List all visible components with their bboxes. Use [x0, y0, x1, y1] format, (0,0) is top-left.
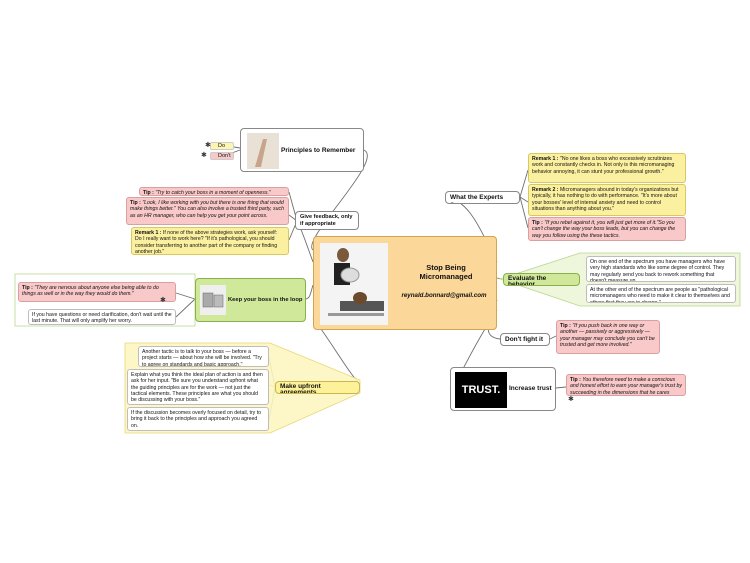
trust-logo: TRUST.: [455, 372, 507, 408]
loop-tip: Tip : "They are nervous about anyone els…: [18, 282, 176, 302]
loop-note: If you have questions or need clarificat…: [28, 309, 176, 325]
micromanager-illustration-icon: [328, 248, 384, 316]
experts-tip: Tip : "If you rebel against it, you will…: [528, 217, 686, 241]
remark-key: Remark 1 :: [135, 230, 162, 236]
tip-key: Tip :: [130, 200, 141, 206]
note-text: Another tactic is to talk to your boss —…: [142, 349, 262, 367]
upfront-note1: Another tactic is to talk to your boss —…: [138, 346, 269, 367]
feedback-tip1: Tip : "Try to catch your boss in a momen…: [139, 187, 289, 196]
evaluate-topic[interactable]: Evaluate the behavior: [503, 273, 580, 286]
note-text: If the discussion becomes overly focused…: [131, 410, 262, 429]
asterisk-icon: ✱: [205, 142, 211, 149]
upfront-label: Make upfront agreements: [280, 383, 321, 394]
note-text: Explain what you think the ideal plan of…: [131, 372, 263, 404]
central-topic[interactable]: Stop Being Micromanaged reynald.bonnard@…: [313, 236, 497, 330]
feedback-label: Give feedback, only if appropriate: [300, 214, 353, 227]
note-text: On one end of the spectrum you have mana…: [590, 259, 725, 282]
dont-item[interactable]: Don't: [210, 152, 234, 160]
do-label: Do: [218, 143, 226, 149]
tip-text: "They are nervous about anyone else bein…: [22, 285, 159, 298]
principles-label: Principles to Remember: [281, 147, 356, 154]
experts-remark1: Remark 1 : "No one likes a boss who exce…: [528, 153, 686, 183]
dontfight-tip: Tip : "If you push back in one way or an…: [556, 320, 660, 354]
tip-text: "Look, I like working with you but there…: [130, 200, 284, 219]
experts-remark2: Remark 2 : Micromanagers abound in today…: [528, 184, 686, 216]
tip-key: Tip :: [560, 323, 571, 329]
evaluate-note1: On one end of the spectrum you have mana…: [586, 256, 736, 282]
upfront-note3: If the discussion becomes overly focused…: [127, 407, 269, 431]
asterisk-icon: ✱: [160, 297, 166, 304]
remark-text: Micromanagers abound in today's organiza…: [532, 187, 679, 212]
trust-tip: Tip : You therefore need to make a consc…: [566, 374, 686, 396]
trust-logo-text: TRUST.: [461, 384, 501, 396]
asterisk-icon: ✱: [568, 396, 574, 403]
tip-key: Tip :: [22, 285, 33, 291]
feedback-tip2: Tip : "Look, I like working with you but…: [126, 197, 289, 225]
feedback-topic[interactable]: Give feedback, only if appropriate: [295, 211, 359, 230]
experts-topic[interactable]: What the Experts Say: [445, 191, 520, 204]
remark-key: Remark 2 :: [532, 187, 559, 193]
tip-text: "If you push back in one way or another …: [560, 323, 655, 348]
remark-text: "No one likes a boss who excessively scr…: [532, 156, 675, 175]
tip-text: You therefore need to make a conscious a…: [570, 377, 683, 396]
finger-image: [247, 133, 279, 169]
upfront-topic[interactable]: Make upfront agreements: [275, 381, 360, 394]
feedback-remark: Remark 1 : If none of the above strategi…: [131, 227, 289, 255]
tip-key: Tip :: [532, 220, 543, 226]
dontfight-label: Don't fight it: [505, 336, 544, 343]
do-item[interactable]: Do: [210, 142, 234, 150]
note-text: At the other end of the spectrum are peo…: [590, 287, 730, 303]
loop-image: [200, 285, 226, 315]
pointing-finger-icon: [255, 139, 267, 167]
dont-label: Don't: [218, 153, 231, 159]
tip-text: "If you rebel against it, you will just …: [532, 220, 676, 239]
note-text: If you have questions or need clarificat…: [32, 312, 172, 325]
tip-key: Tip :: [570, 377, 581, 383]
asterisk-icon: ✱: [201, 152, 207, 159]
remark-key: Remark 1 :: [532, 156, 559, 162]
dontfight-topic[interactable]: Don't fight it: [500, 333, 550, 346]
tip-key: Tip :: [143, 190, 154, 196]
principles-topic[interactable]: Principles to Remember: [240, 128, 364, 172]
tin-can-phone-icon: [202, 292, 224, 308]
central-title: Stop Being Micromanaged: [419, 263, 473, 281]
central-email: reynald.bonnard@gmail.com: [401, 292, 487, 299]
trust-topic[interactable]: TRUST. Increase trust: [450, 367, 556, 411]
trust-label: Increase trust: [509, 385, 552, 392]
central-image: [320, 243, 388, 325]
evaluate-note2: At the other end of the spectrum are peo…: [586, 284, 736, 303]
evaluate-label: Evaluate the behavior: [508, 275, 547, 286]
tip-text: "Try to catch your boss in a moment of o…: [155, 190, 271, 196]
upfront-note2: Explain what you think the ideal plan of…: [127, 369, 269, 405]
loop-topic[interactable]: Keep your boss in the loop: [195, 278, 306, 322]
remark-text: If none of the above strategies work, as…: [135, 230, 278, 255]
loop-label: Keep your boss in the loop: [228, 297, 303, 303]
experts-label: What the Experts Say: [450, 194, 504, 203]
